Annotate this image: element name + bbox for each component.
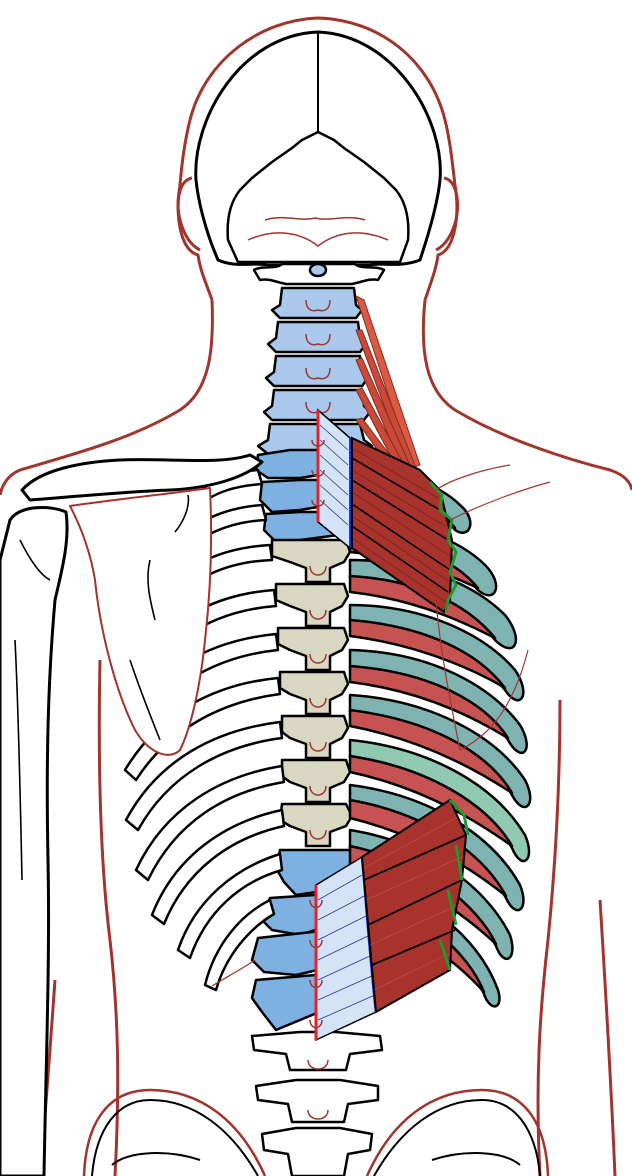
scapula-details (14, 494, 190, 881)
scapula (69, 487, 213, 756)
skull-nuchal-lines (247, 216, 389, 247)
spi-insertion (438, 798, 470, 971)
spinous-tips (309, 439, 325, 1029)
dorsal-nerves (211, 464, 551, 987)
atlas (252, 262, 386, 286)
thoracic-spinous-processes (309, 565, 327, 840)
lumbar-vertebrae (250, 1030, 384, 1176)
clavicle (20, 453, 264, 502)
serratus-posterior-inferior (314, 798, 470, 1042)
skull (194, 30, 442, 267)
left-ribs (123, 468, 286, 992)
lumbar-spinous-processes (307, 1059, 329, 1120)
thoracic-vertebrae (270, 538, 354, 848)
pelvis (82, 1088, 550, 1176)
humerus (0, 506, 69, 1176)
sps-insertion (428, 480, 458, 613)
serratus-posterior-superior (316, 408, 458, 614)
body-outline (0, 16, 632, 1176)
cervical-vertebrae (256, 286, 374, 456)
